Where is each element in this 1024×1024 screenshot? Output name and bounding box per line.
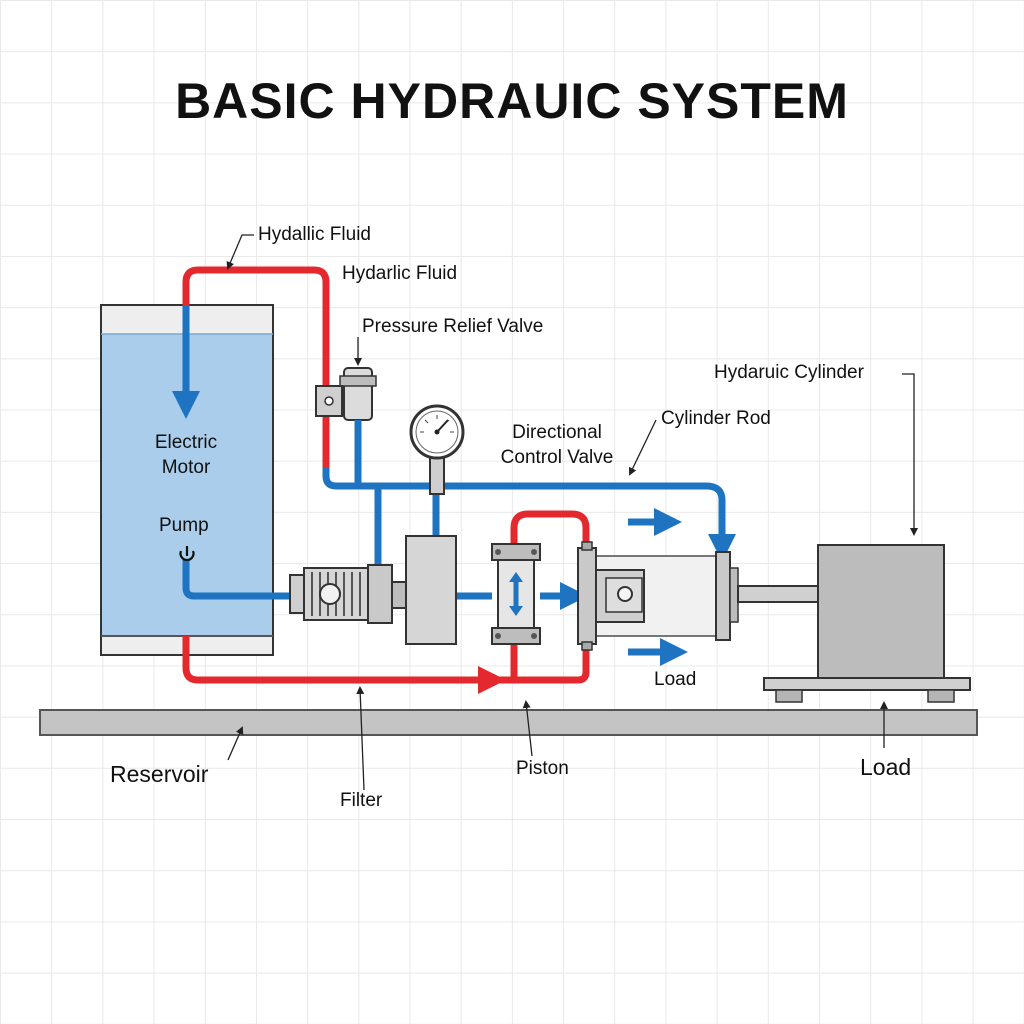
label-load-big: Load xyxy=(860,754,912,780)
label-reservoir: Reservoir xyxy=(110,761,209,787)
label-pump: Pump xyxy=(159,515,209,536)
cylinder-rod xyxy=(737,585,821,603)
load-block xyxy=(763,544,971,703)
label-hydarlic-fluid: Hydarlic Fluid xyxy=(342,263,458,284)
line-to-motor xyxy=(182,560,290,600)
label-piston: Piston xyxy=(516,758,569,779)
leader-lines xyxy=(226,234,918,791)
pressure-line-loop xyxy=(492,510,590,684)
pressure-relief-valve xyxy=(315,367,377,486)
directional-control-valve xyxy=(491,543,541,645)
label-cylinder-rod: Cylinder Rod xyxy=(661,408,771,429)
label-hydaruic-cylinder: Hydaruic Cylinder xyxy=(714,362,864,383)
hydraulic-cylinder xyxy=(577,541,739,651)
power-icon xyxy=(179,546,195,562)
label-electric-motor-line2: Motor xyxy=(161,457,211,478)
label-directional-control-valve-line2: Control Valve xyxy=(500,447,614,468)
label-load-small: Load xyxy=(654,669,697,690)
label-directional-control-valve: Directional Control Valve xyxy=(472,420,642,470)
pressure-line-top xyxy=(182,266,330,468)
label-electric-motor: Electric Motor xyxy=(126,430,246,480)
pressure-gauge xyxy=(409,404,465,495)
pressure-line-bottom xyxy=(182,636,506,694)
base-floor xyxy=(39,709,978,736)
diagram-title: BASIC HYDRAUIC SYSTEM xyxy=(175,73,849,129)
label-electric-motor-line1: Electric xyxy=(154,432,218,453)
electric-motor-pump xyxy=(289,535,457,645)
label-filter: Filter xyxy=(340,790,383,811)
pressure-lines xyxy=(182,266,590,694)
label-pressure-relief-valve: Pressure Relief Valve xyxy=(362,316,544,337)
label-directional-control-valve-line1: Directional xyxy=(512,422,602,443)
line-to-cylinder xyxy=(322,468,736,562)
label-hydallic-fluid: Hydallic Fluid xyxy=(258,224,371,245)
